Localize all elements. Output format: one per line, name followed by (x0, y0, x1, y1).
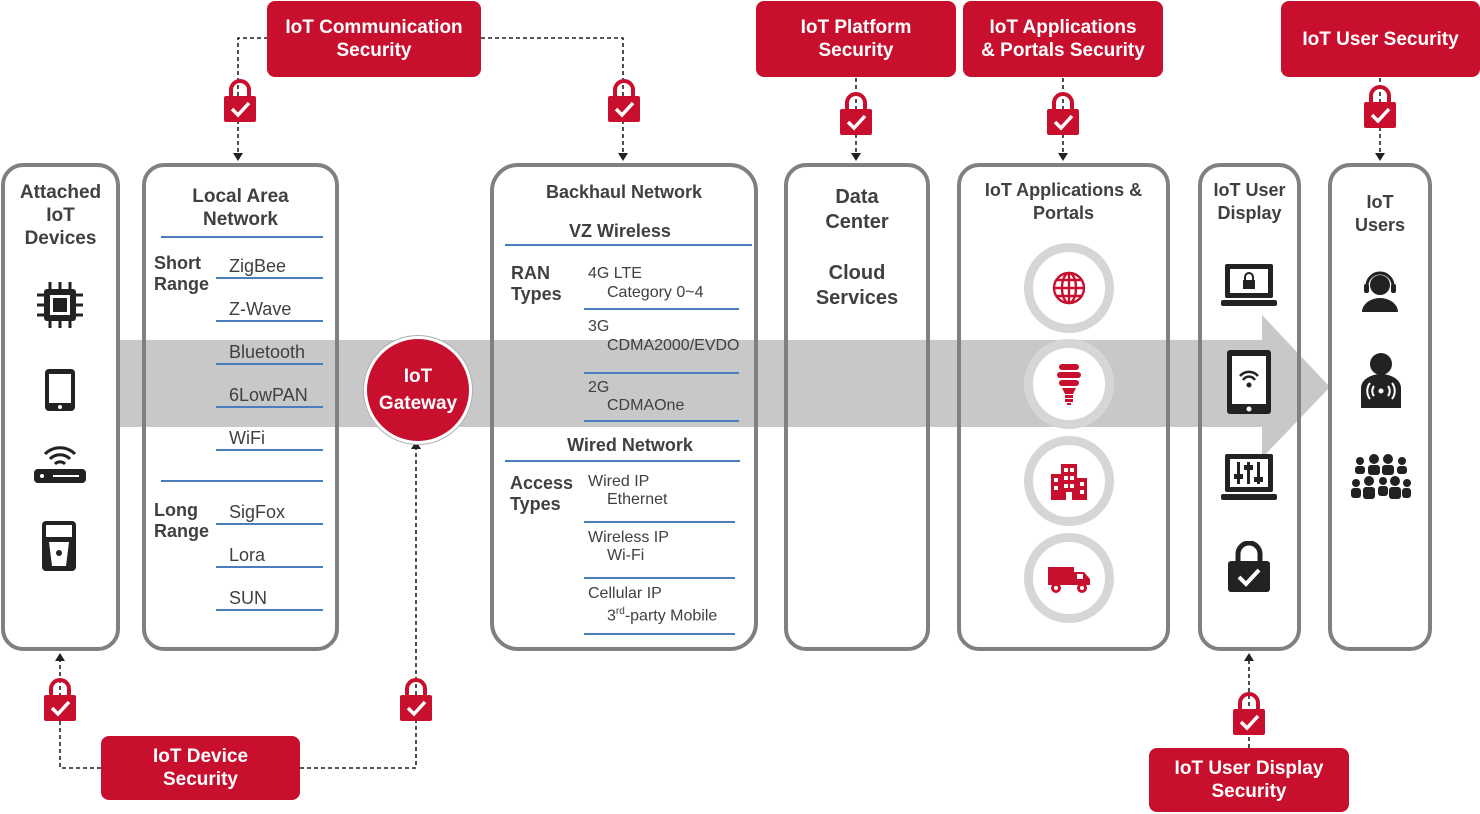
list-item: WiFi (229, 428, 265, 448)
wireless-user-icon (1361, 353, 1401, 408)
padlock-icon (840, 92, 872, 135)
ran-name: 3G (588, 318, 610, 335)
users-column: IoT Users (1328, 163, 1432, 651)
divider (584, 372, 739, 374)
access-name: Wireless IP (588, 529, 669, 546)
tablet-icon (45, 369, 75, 411)
divider (216, 320, 323, 322)
applications-security-label: IoT Applications & Portals Security (963, 1, 1163, 77)
meter-icon (42, 521, 76, 571)
globe-icon (1052, 271, 1086, 305)
padlock-icon (608, 79, 640, 122)
access-name: Cellular IP (588, 585, 662, 602)
chip-icon (37, 282, 83, 328)
short-range-label: Short Range (154, 253, 210, 294)
group-icon (1351, 454, 1411, 499)
ran-detail: CDMAOne (607, 397, 685, 414)
column-title: Local Area Network (192, 186, 289, 230)
padlock-icon (1047, 92, 1079, 135)
access-detail: Ethernet (607, 491, 668, 508)
padlock-icon (1233, 692, 1265, 735)
divider (216, 609, 323, 611)
app-circle (1024, 436, 1114, 526)
monitor-sliders-icon (1221, 454, 1277, 500)
attached-devices-column: Attached IoT Devices (1, 163, 120, 651)
padlock-icon (224, 79, 256, 122)
ran-name: 2G (588, 379, 610, 396)
lan-column: Local Area Network (142, 163, 339, 651)
wired-network-title: Wired Network (567, 435, 693, 455)
divider (584, 521, 735, 523)
divider (584, 308, 739, 310)
vz-wireless-title: VZ Wireless (569, 221, 671, 241)
divider (216, 449, 323, 451)
divider (584, 633, 735, 635)
access-types-label: Access Types (510, 473, 574, 514)
access-name: Wired IP (588, 473, 650, 490)
list-item: 6LowPAN (229, 385, 308, 405)
padlock-icon (1364, 85, 1396, 128)
divider (505, 460, 740, 462)
list-item: Lora (229, 545, 266, 565)
user-display-security-label: IoT User Display Security (1149, 748, 1349, 812)
detail-superscript: rd (615, 606, 625, 617)
column-title: IoT Users (1354, 192, 1406, 235)
divider (161, 480, 323, 482)
app-circle (1024, 533, 1114, 623)
detail-prefix: 3 (607, 607, 616, 625)
divider (584, 577, 735, 579)
list-item: SigFox (229, 502, 286, 522)
divider (216, 566, 323, 568)
column-title: IoT Applications & Portals (984, 180, 1143, 223)
divider (216, 523, 323, 525)
list-item: ZigBee (229, 256, 287, 276)
data-center-column: Data Center Cloud Services (784, 163, 930, 651)
laptop-lock-icon (1221, 264, 1277, 306)
applications-column: IoT Applications & Portals (957, 163, 1170, 651)
headset-user-icon (1362, 271, 1398, 312)
building-icon (1051, 464, 1087, 500)
backhaul-column: Backhaul Network (490, 163, 758, 651)
divider (216, 363, 323, 365)
ran-types-label: RAN Types (511, 263, 562, 304)
user-display-column: IoT User Display (1198, 163, 1301, 651)
list-item: Bluetooth (229, 342, 306, 362)
phone-wifi-icon (1227, 350, 1271, 414)
divider (216, 277, 323, 279)
padlock-icon (44, 678, 76, 721)
truck-icon (1048, 567, 1090, 593)
app-circle (1024, 339, 1114, 429)
communication-security-label: IoT Communication Security (267, 1, 481, 77)
padlock-icon (400, 678, 432, 721)
column-title: Data Center (825, 186, 889, 233)
cloud-services-label: Cloud Services (815, 262, 899, 309)
divider (161, 236, 323, 238)
platform-security-label: IoT Platform Security (756, 1, 956, 77)
device-security-label: IoT Device Security (101, 736, 300, 800)
router-icon (34, 446, 86, 483)
long-range-label: Long Range (154, 500, 210, 541)
divider (216, 406, 323, 408)
iot-gateway: IoT Gateway (364, 336, 472, 444)
app-circle (1024, 243, 1114, 333)
list-item: Z-Wave (229, 299, 292, 319)
column-title: Attached IoT Devices (19, 182, 102, 249)
access-detail: Wi-Fi (607, 547, 645, 564)
divider (584, 420, 739, 422)
column-title: Backhaul Network (545, 182, 703, 202)
ran-name: 4G LTE (588, 265, 642, 282)
user-security-label: IoT User Security (1281, 1, 1480, 77)
column-title: IoT User Display (1213, 180, 1286, 223)
lock-check-icon (1228, 541, 1270, 592)
access-detail: 3rd-party Mobile (607, 603, 717, 625)
divider (505, 244, 752, 246)
ran-detail: Category 0~4 (607, 284, 704, 301)
detail-suffix: -party Mobile (624, 607, 718, 625)
list-item: SUN (229, 588, 268, 608)
ran-detail: CDMA2000/EVDO (607, 337, 740, 354)
bulb-icon (1057, 364, 1081, 405)
